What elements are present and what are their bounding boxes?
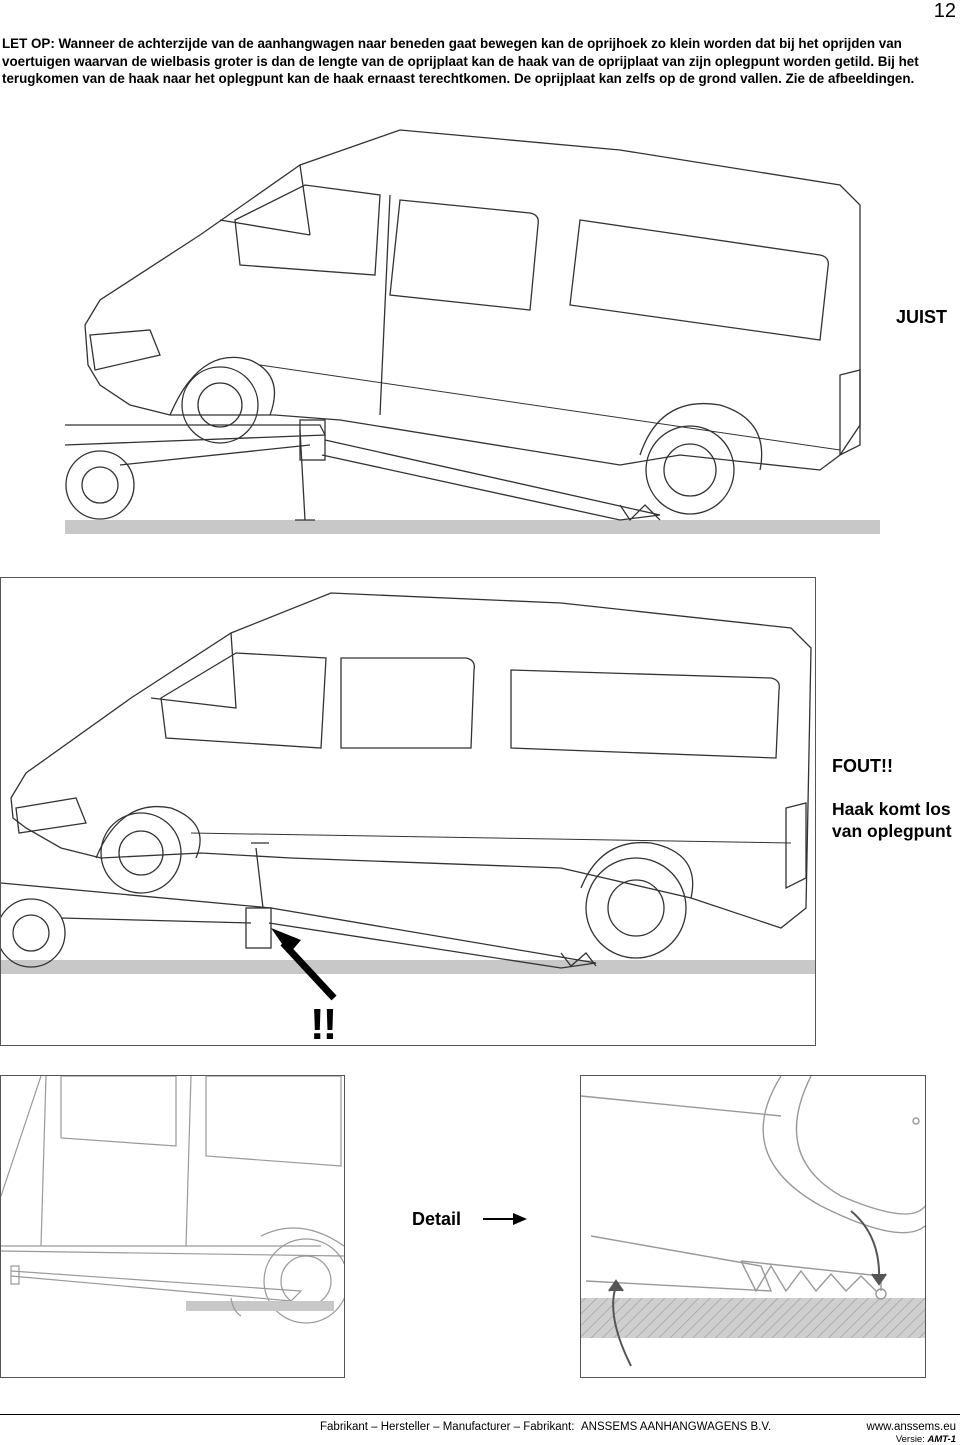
footer-manufacturer-label: Fabrikant – Hersteller – Manufacturer – … — [320, 1421, 575, 1433]
arrow-pointing-to-hook — [271, 928, 337, 1001]
curved-arrow-icon — [608, 1210, 887, 1367]
van-illustration-wrong — [1, 592, 815, 1001]
version-value: AMT-1 — [927, 1434, 957, 1445]
figure-correct — [60, 125, 890, 540]
arrow-right-icon — [483, 1213, 527, 1225]
version-label: Versie: — [895, 1434, 925, 1445]
label-wrong-explanation: Haak komt los van oplegpunt — [832, 799, 952, 841]
label-detail: Detail — [412, 1209, 462, 1229]
van-rear-illustration — [1, 1076, 344, 1324]
van-illustration-correct — [64, 129, 880, 534]
hook-detail-illustration — [581, 1076, 925, 1367]
footer-rule — [0, 1414, 960, 1415]
figure-wrong — [0, 577, 816, 1046]
footer-website[interactable]: www.anssems.eu — [866, 1421, 956, 1433]
footer-company: ANSSEMS AANHANGWAGENS B.V. — [581, 1421, 772, 1433]
footer-version: Versie: AMT-1 — [896, 1434, 956, 1445]
warning-exclamation: !! — [310, 1000, 337, 1049]
page-number: 12 — [933, 0, 956, 22]
label-wrong: FOUT!! — [832, 756, 893, 776]
notice-text: LET OP: Wanneer de achterzijde van de aa… — [2, 36, 919, 86]
figure-overview — [0, 1075, 345, 1378]
figure-detail — [580, 1075, 926, 1378]
label-correct: JUIST — [896, 307, 948, 327]
